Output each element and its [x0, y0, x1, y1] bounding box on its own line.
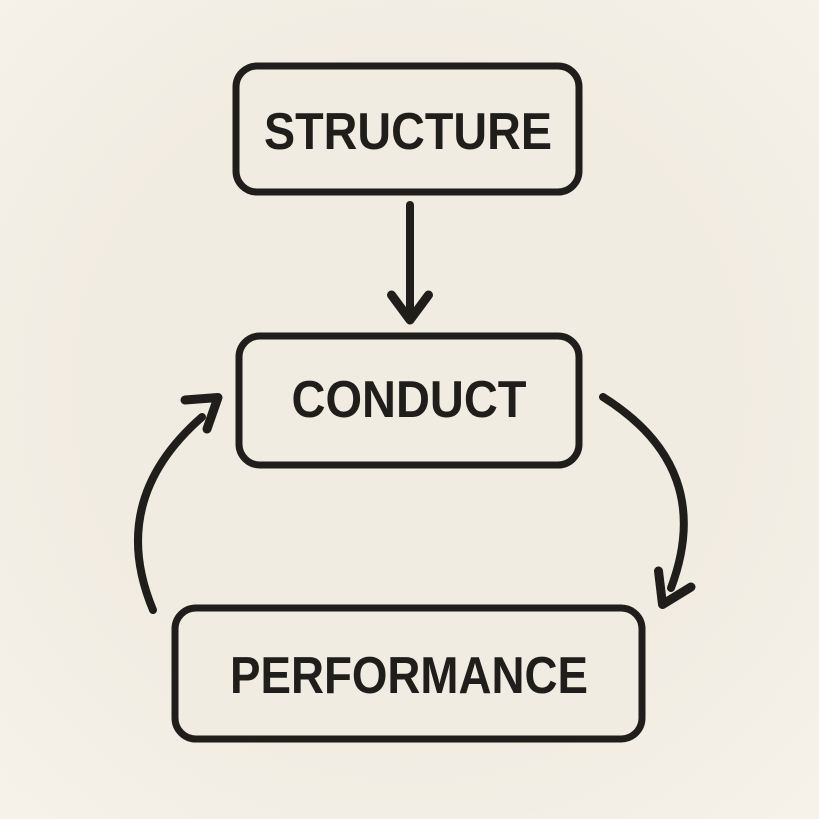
node-conduct-box: [235, 332, 583, 469]
edge-conduct-to-performance-arrowhead: [654, 566, 696, 609]
edge-conduct-to-performance: [599, 393, 696, 609]
edge-conduct-to-performance-line: [599, 393, 688, 592]
node-conduct: CONDUCT: [235, 332, 583, 469]
node-performance-label: PERFORMANCE: [230, 647, 588, 705]
node-performance: PERFORMANCE: [171, 604, 646, 743]
edge-structure-to-conduct: [387, 201, 433, 325]
node-conduct-label: CONDUCT: [292, 371, 527, 429]
edge-performance-to-conduct: [134, 393, 223, 614]
edge-performance-to-conduct-arrowhead: [180, 393, 223, 434]
edge-performance-to-conduct-line: [134, 413, 206, 614]
edge-structure-to-conduct-arrowhead: [387, 290, 433, 325]
node-structure-box: [232, 62, 583, 196]
node-performance-box: [171, 604, 646, 743]
node-structure-label: STRUCTURE: [264, 103, 552, 161]
node-structure: STRUCTURE: [232, 62, 583, 196]
